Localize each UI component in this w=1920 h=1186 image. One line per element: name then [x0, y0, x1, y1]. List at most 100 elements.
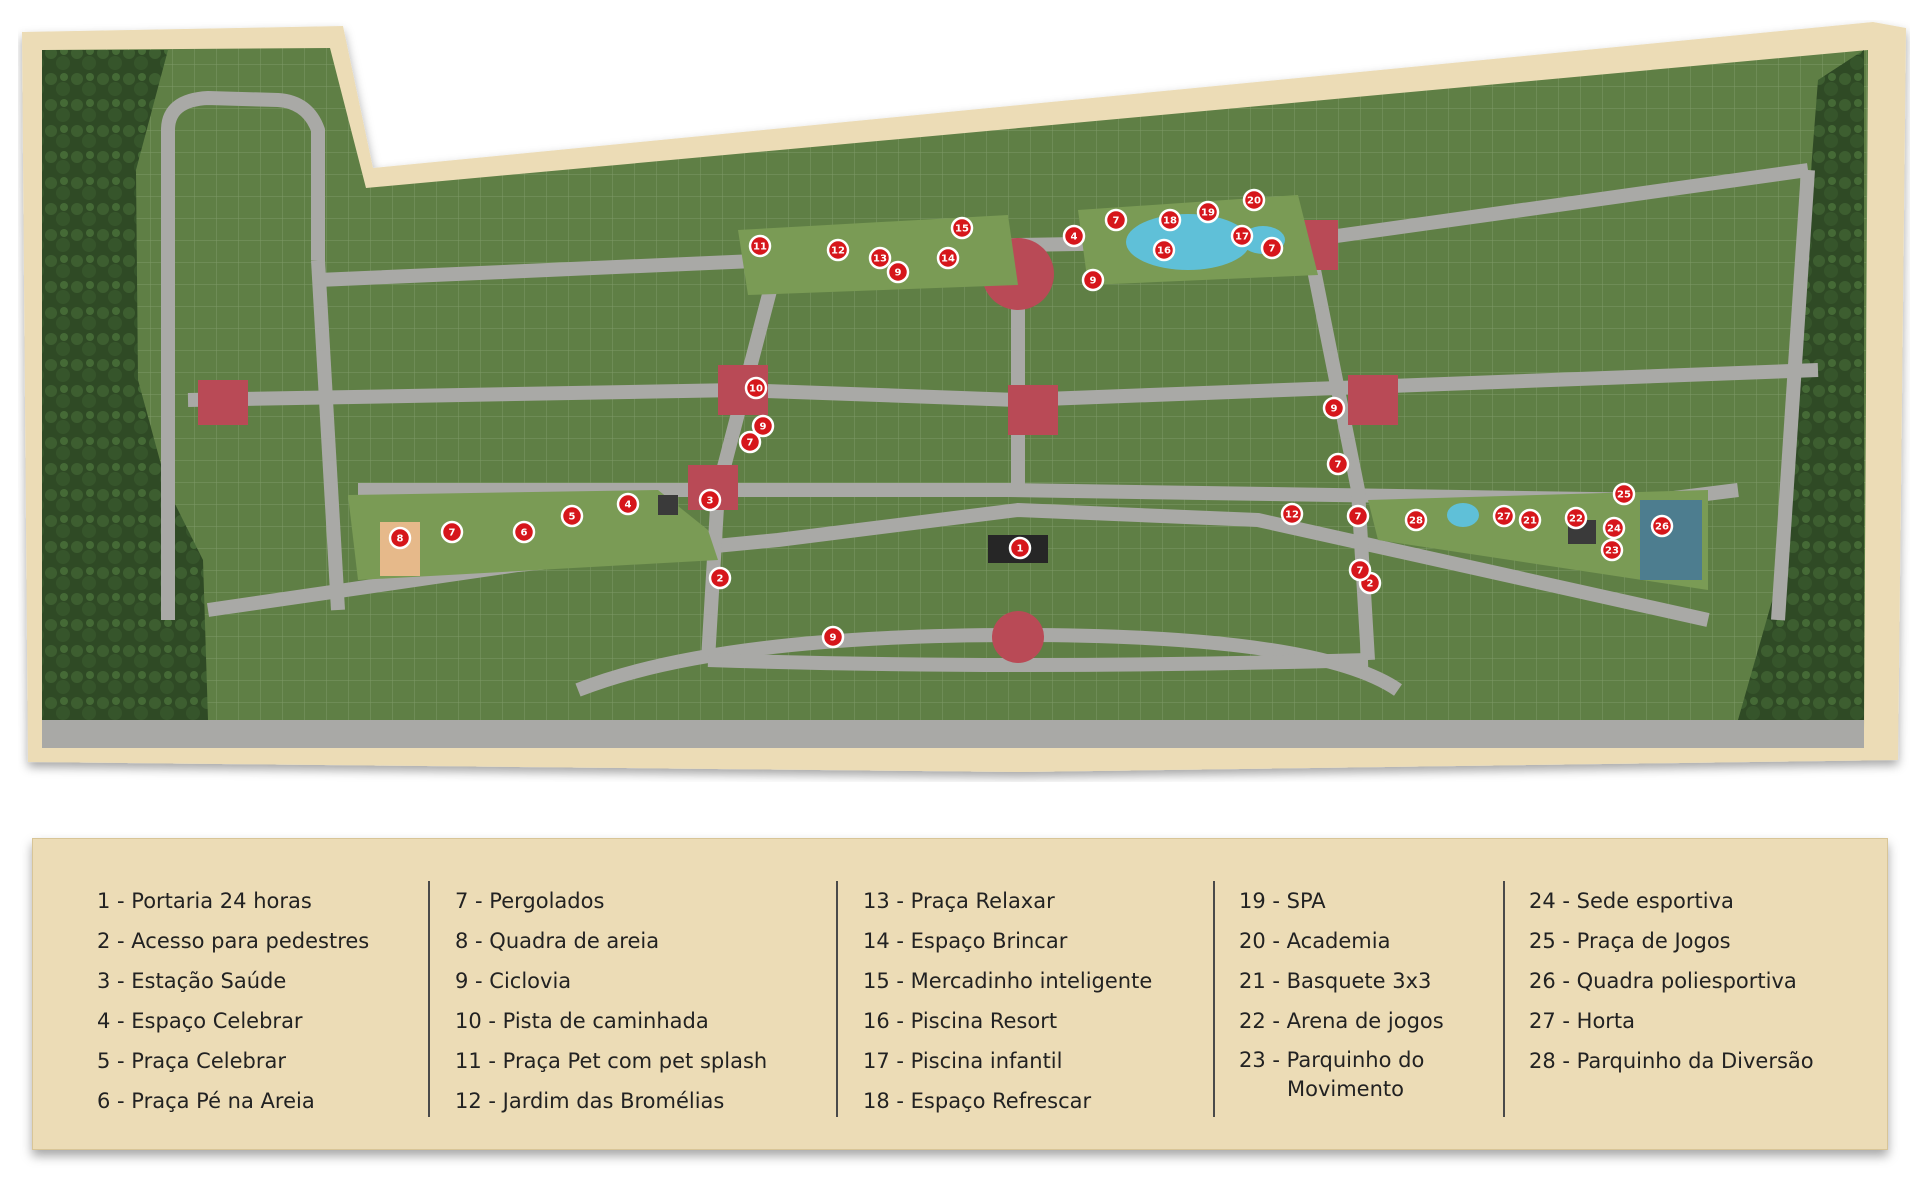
marker-7-east-a[interactable]: 7 — [1326, 452, 1350, 476]
legend-card: 1 - Portaria 24 horas 2 - Acesso para pe… — [32, 838, 1888, 1150]
legend-item: 26 - Quadra poliesportiva — [1529, 969, 1797, 993]
svg-text:7: 7 — [1355, 512, 1362, 523]
marker-11[interactable]: 11 — [748, 234, 772, 258]
legend-item: 1 - Portaria 24 horas — [97, 889, 312, 913]
svg-text:9: 9 — [895, 268, 902, 279]
legend-item: 2 - Acesso para pedestres — [97, 929, 370, 953]
legend-column-1: 1 - Portaria 24 horas 2 - Acesso para pe… — [97, 881, 369, 1117]
marker-7-east-b[interactable]: 7 — [1346, 504, 1370, 528]
legend-item: 3 - Estação Saúde — [97, 969, 287, 993]
marker-5[interactable]: 5 — [560, 504, 584, 528]
marker-26[interactable]: 26 — [1650, 514, 1674, 538]
legend-item: 7 - Pergolados — [455, 889, 605, 913]
legend-item: 25 - Praça de Jogos — [1529, 929, 1731, 953]
legend-item: 21 - Basquete 3x3 — [1239, 969, 1432, 993]
marker-20[interactable]: 20 — [1242, 188, 1266, 212]
marker-13[interactable]: 13 — [868, 246, 892, 270]
marker-12-north[interactable]: 12 — [826, 238, 850, 262]
marker-6[interactable]: 6 — [512, 520, 536, 544]
svg-text:21: 21 — [1523, 516, 1537, 527]
main-road — [42, 720, 1864, 748]
legend-item: 12 - Jardim das Bromélias — [455, 1089, 725, 1113]
svg-text:25: 25 — [1617, 490, 1631, 501]
svg-text:7: 7 — [1335, 460, 1342, 471]
svg-text:19: 19 — [1201, 208, 1215, 219]
svg-text:7: 7 — [449, 528, 456, 539]
marker-9-north[interactable]: 9 — [1081, 268, 1105, 292]
marker-2[interactable]: 2 — [708, 566, 732, 590]
marker-22[interactable]: 22 — [1564, 506, 1588, 530]
marker-7-pool-left[interactable]: 7 — [1104, 208, 1128, 232]
legend-item: 8 - Quadra de areia — [455, 929, 660, 953]
marker-28[interactable]: 28 — [1404, 508, 1428, 532]
svg-text:23: 23 — [1605, 546, 1619, 557]
marker-7-pool-right[interactable]: 7 — [1260, 236, 1284, 260]
svg-text:22: 22 — [1569, 514, 1583, 525]
marker-7-center[interactable]: 7 — [738, 430, 762, 454]
legend-item: 9 - Ciclovia — [455, 969, 572, 993]
marker-4[interactable]: 4 — [616, 492, 640, 516]
site-map: 1 2 2 3 4 4 5 6 7 7 7 7 7 7 7 8 9 9 9 9 … — [18, 20, 1910, 782]
svg-text:9: 9 — [1090, 276, 1097, 287]
svg-text:3: 3 — [707, 496, 714, 507]
svg-text:5: 5 — [569, 512, 576, 523]
legend-item: 27 - Horta — [1529, 1009, 1636, 1033]
marker-8[interactable]: 8 — [388, 526, 412, 550]
marker-9-center[interactable]: 9 — [751, 414, 775, 438]
marker-24[interactable]: 24 — [1602, 516, 1626, 540]
marker-10[interactable]: 10 — [744, 376, 768, 400]
svg-text:27: 27 — [1497, 512, 1511, 523]
svg-text:1: 1 — [1017, 544, 1024, 555]
marker-1[interactable]: 1 — [1008, 536, 1032, 560]
marker-25[interactable]: 25 — [1612, 482, 1636, 506]
marker-18[interactable]: 18 — [1158, 208, 1182, 232]
svg-text:9: 9 — [1331, 404, 1338, 415]
legend-item: 19 - SPA — [1239, 889, 1326, 913]
svg-text:4: 4 — [1071, 232, 1078, 243]
svg-text:14: 14 — [941, 254, 955, 265]
legend-item: 28 - Parquinho da Diversão — [1529, 1049, 1814, 1073]
svg-text:26: 26 — [1655, 522, 1669, 533]
marker-12-east[interactable]: 12 — [1280, 502, 1304, 526]
svg-text:6: 6 — [521, 528, 528, 539]
marker-7-east-c[interactable]: 7 — [1348, 558, 1372, 582]
marker-3[interactable]: 3 — [698, 488, 722, 512]
map-markers: 1 2 2 3 4 4 5 6 7 7 7 7 7 7 7 8 9 9 9 9 … — [388, 188, 1674, 649]
svg-text:16: 16 — [1157, 246, 1171, 257]
marker-14[interactable]: 14 — [936, 246, 960, 270]
marker-9-north-west[interactable]: 9 — [886, 260, 910, 284]
site-map-svg: 1 2 2 3 4 4 5 6 7 7 7 7 7 7 7 8 9 9 9 9 … — [22, 22, 1906, 772]
legend-column-4: 19 - SPA 20 - Academia 21 - Basquete 3x3… — [1239, 881, 1487, 1117]
marker-15[interactable]: 15 — [950, 216, 974, 240]
legend-divider — [1213, 881, 1215, 1117]
marker-17[interactable]: 17 — [1230, 224, 1254, 248]
legend-item: 20 - Academia — [1239, 929, 1391, 953]
svg-text:11: 11 — [753, 242, 767, 253]
legend-item: 11 - Praça Pet com pet splash — [455, 1049, 768, 1073]
marker-4-north[interactable]: 4 — [1062, 224, 1086, 248]
marker-23[interactable]: 23 — [1600, 538, 1624, 562]
svg-text:2: 2 — [717, 574, 724, 585]
forest-right — [1738, 50, 1864, 720]
svg-text:9: 9 — [760, 422, 767, 433]
legend-item: 13 - Praça Relaxar — [863, 889, 1055, 913]
svg-text:7: 7 — [1357, 566, 1364, 577]
legend-column-3: 13 - Praça Relaxar 14 - Espaço Brincar 1… — [863, 881, 1152, 1117]
svg-text:20: 20 — [1247, 196, 1261, 207]
legend-item: 22 - Arena de jogos — [1239, 1009, 1444, 1033]
svg-text:7: 7 — [747, 438, 754, 449]
legend-item: 5 - Praça Celebrar — [97, 1049, 286, 1073]
legend-item: 16 - Piscina Resort — [863, 1009, 1058, 1033]
marker-7-west[interactable]: 7 — [440, 520, 464, 544]
svg-text:4: 4 — [625, 500, 632, 511]
svg-text:18: 18 — [1163, 216, 1177, 227]
marker-9-east[interactable]: 9 — [1322, 396, 1346, 420]
marker-9-bottom[interactable]: 9 — [821, 625, 845, 649]
marker-27[interactable]: 27 — [1492, 504, 1516, 528]
marker-21[interactable]: 21 — [1518, 508, 1542, 532]
marker-19[interactable]: 19 — [1196, 200, 1220, 224]
legend-item: 10 - Pista de caminhada — [455, 1009, 709, 1033]
legend-item: 23 - Parquinho do Movimento — [1239, 1048, 1425, 1101]
marker-16[interactable]: 16 — [1152, 238, 1176, 262]
svg-text:12: 12 — [1285, 510, 1299, 521]
